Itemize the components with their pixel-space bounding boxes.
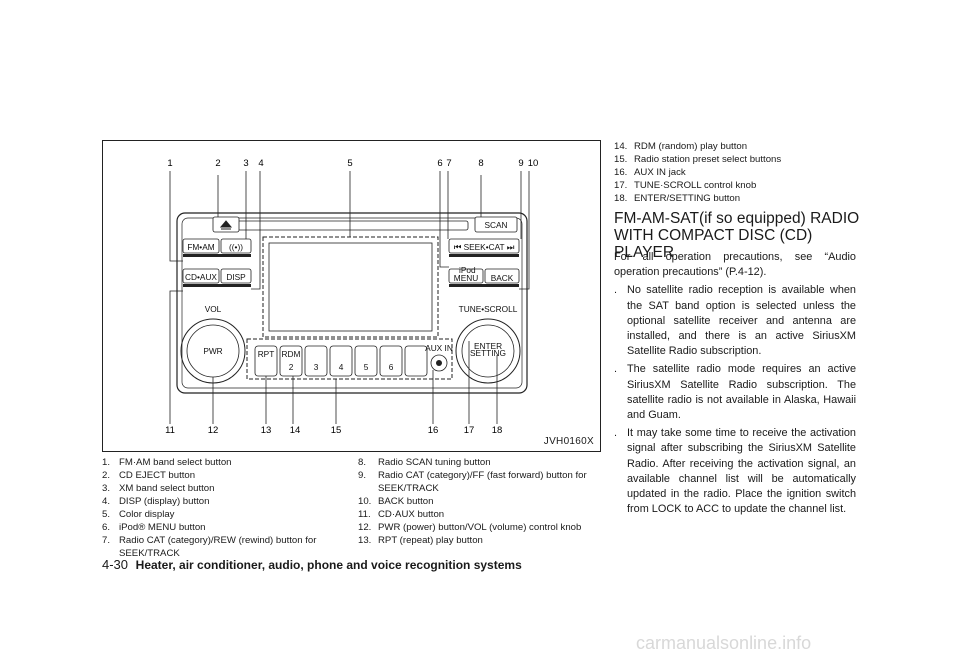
preset-2: 2: [289, 362, 294, 372]
bullet-item: .The satellite radio mode requires an ac…: [614, 363, 856, 422]
list-item: 16.AUX IN jack: [614, 167, 686, 178]
list-item: 17.TUNE·SCROLL control knob: [614, 180, 757, 191]
callout-4: 4: [258, 158, 263, 169]
callout-18: 18: [492, 425, 503, 436]
section-heading: FM-AM-SAT(if so equipped) RADIO WITH COM…: [614, 210, 860, 261]
list-item: 13.RPT (repeat) play button: [358, 535, 483, 546]
callout-16: 16: [428, 425, 439, 436]
list-item: 8.Radio SCAN tuning button: [358, 457, 491, 468]
legend-column-2: 8.Radio SCAN tuning button 9.Radio CAT (…: [358, 456, 600, 547]
callout-3: 3: [243, 158, 248, 169]
watermark: carmanualsonline.info: [636, 633, 812, 653]
bullet-item: .No satellite radio reception is availab…: [614, 284, 856, 358]
list-item: 2.CD EJECT button: [102, 470, 196, 481]
callout-17: 17: [464, 425, 475, 436]
list-item: 9.Radio CAT (category)/FF (fast forward)…: [358, 470, 587, 494]
figure-code: JVH0160X: [543, 436, 594, 447]
legend-column-1: 1.FM·AM band select button 2.CD EJECT bu…: [102, 456, 342, 560]
callout-14: 14: [290, 425, 301, 436]
setting-label: SETTING: [470, 348, 506, 358]
radio-unit-illustration: SCAN FM•AM ((•)) CD•AUX DISP ⏮ SEEK•CAT …: [165, 158, 539, 436]
list-item: 3.XM band select button: [102, 483, 215, 494]
page-number: 4-30: [102, 557, 129, 572]
intro-paragraph: For all operation precautions, see “Audi…: [614, 251, 856, 279]
xm-icon: ((•)): [229, 242, 243, 252]
rpt-label: RPT: [258, 349, 275, 359]
menu-label: MENU: [454, 273, 478, 283]
cd-aux-label: CD•AUX: [185, 272, 217, 282]
page-footer: 4-30 Heater, air conditioner, audio, pho…: [102, 557, 522, 572]
ipod-label: iPod: [459, 265, 476, 275]
bullet-item: .It may take some time to receive the ac…: [614, 427, 856, 516]
callout-8: 8: [478, 158, 483, 169]
callout-1: 1: [167, 158, 172, 169]
scan-label: SCAN: [484, 220, 507, 230]
preset-3: 3: [314, 362, 319, 372]
preset-6: 6: [389, 362, 394, 372]
enter-label: ENTER: [474, 341, 502, 351]
rdm-label: RDM: [282, 349, 301, 359]
list-item: 1.FM·AM band select button: [102, 457, 232, 468]
list-item: 6.iPod® MENU button: [102, 522, 206, 533]
seek-cat-label: ⏮ SEEK•CAT ⏭: [454, 242, 514, 252]
callout-2: 2: [215, 158, 220, 169]
footer-title: Heater, air conditioner, audio, phone an…: [135, 558, 522, 572]
list-item: 15.Radio station preset select buttons: [614, 154, 782, 165]
list-item: 7.Radio CAT (category)/REW (rewind) butt…: [102, 535, 317, 559]
section-body: For all operation precautions, see “Audi…: [614, 250, 856, 520]
preset-4: 4: [339, 362, 344, 372]
callout-9: 9: [518, 158, 523, 169]
aux-in-label: AUX IN: [425, 343, 453, 353]
vol-label: VOL: [205, 304, 222, 314]
fm-am-label: FM•AM: [187, 242, 214, 252]
callout-11: 11: [165, 425, 175, 436]
list-item: 10.BACK button: [358, 496, 434, 507]
list-item: 18.ENTER/SETTING button: [614, 193, 741, 204]
list-item: 14.RDM (random) play button: [614, 141, 748, 152]
preset-5: 5: [364, 362, 369, 372]
legend-column-3: 14.RDM (random) play button 15.Radio sta…: [614, 140, 859, 205]
list-item: 5.Color display: [102, 509, 175, 520]
list-item: 4.DISP (display) button: [102, 496, 210, 507]
radio-unit-figure: SCAN FM•AM ((•)) CD•AUX DISP ⏮ SEEK•CAT …: [102, 140, 601, 452]
back-label: BACK: [491, 273, 514, 283]
callout-15: 15: [331, 425, 342, 436]
callout-7: 7: [446, 158, 451, 169]
list-item: 11.CD·AUX button: [358, 509, 445, 520]
disp-label: DISP: [226, 272, 246, 282]
callout-5: 5: [347, 158, 352, 169]
pwr-label: PWR: [203, 346, 222, 356]
callout-10: 10: [528, 158, 539, 169]
callout-12: 12: [208, 425, 219, 436]
tune-scroll-label: TUNE•SCROLL: [459, 304, 518, 314]
callout-6: 6: [437, 158, 442, 169]
callout-13: 13: [261, 425, 272, 436]
list-item: 12.PWR (power) button/VOL (volume) contr…: [358, 522, 582, 533]
